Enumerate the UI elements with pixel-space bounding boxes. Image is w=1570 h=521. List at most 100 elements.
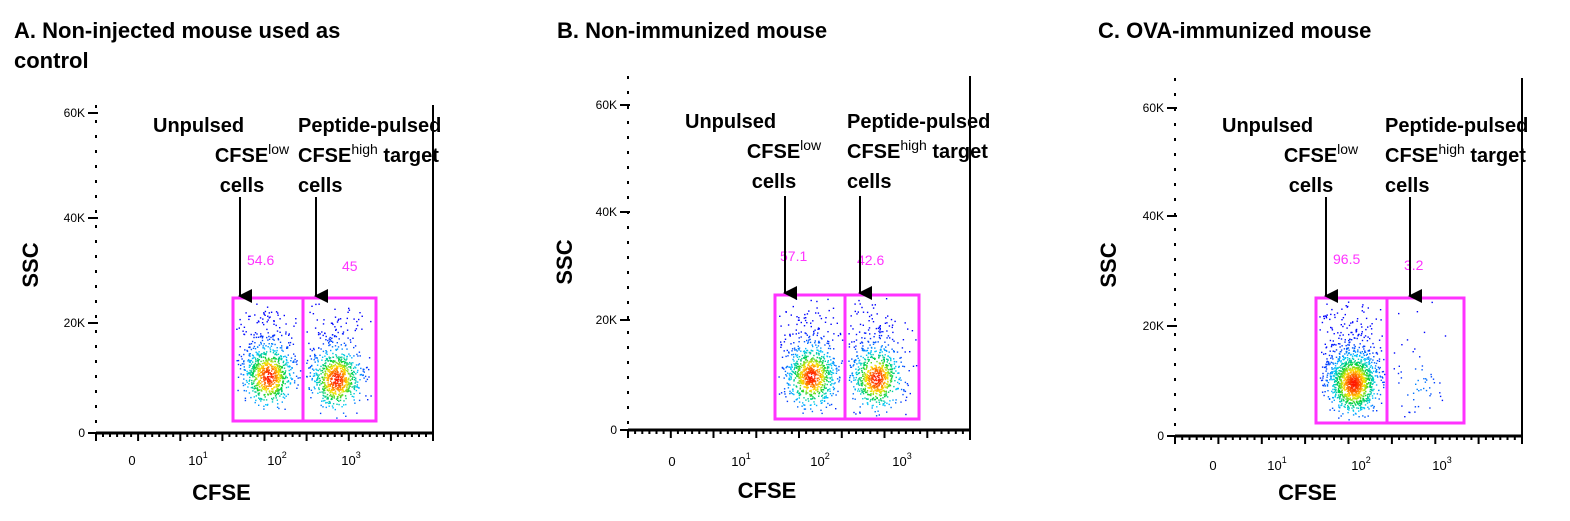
event-dot (1358, 368, 1361, 370)
event-dot (1371, 366, 1374, 368)
event-dot (1358, 346, 1360, 349)
event-dot (822, 372, 824, 374)
event-dot (1327, 361, 1330, 363)
event-dot (896, 351, 899, 353)
x-tick-label: 103 (1432, 455, 1451, 473)
event-dot (855, 339, 858, 341)
event-dot (272, 338, 274, 340)
event-dot (813, 403, 816, 405)
event-dot (887, 335, 890, 337)
event-dot (353, 379, 356, 381)
event-dot (1326, 331, 1329, 333)
event-dot (343, 386, 345, 388)
event-dot (855, 359, 857, 362)
event-dot (884, 341, 886, 343)
event-dot (1344, 385, 1346, 387)
event-dot (356, 320, 358, 323)
event-dot (336, 399, 339, 401)
event-dot (878, 374, 881, 377)
event-dot (810, 408, 812, 410)
event-dot (1380, 319, 1382, 321)
event-dot (879, 329, 881, 331)
event-dot (796, 398, 798, 400)
event-dot (816, 389, 818, 391)
event-dot (893, 363, 896, 365)
event-dot (857, 381, 859, 384)
event-dot (803, 381, 805, 383)
event-dot (805, 385, 808, 387)
event-dot (1378, 398, 1380, 400)
event-dot (339, 379, 341, 381)
event-dot (812, 370, 815, 372)
event-dot (356, 371, 359, 373)
event-dot (1343, 379, 1345, 381)
event-dot (276, 330, 279, 332)
event-dot (821, 338, 823, 340)
event-dot (823, 356, 825, 358)
event-dot (815, 362, 817, 364)
event-dot (278, 358, 281, 360)
event-dot (808, 362, 810, 365)
event-dot (814, 397, 816, 400)
event-dot (311, 377, 313, 380)
event-dot (252, 357, 254, 359)
event-dot (884, 404, 886, 407)
event-dot (1356, 337, 1358, 340)
y-axis-dot (627, 346, 629, 349)
event-dot (1357, 335, 1359, 337)
event-dot (877, 389, 879, 391)
event-dot (1355, 404, 1357, 406)
event-dot (801, 390, 803, 392)
event-dot (1342, 365, 1344, 368)
event-dot (249, 369, 251, 372)
event-dot (1329, 363, 1331, 365)
event-dot (822, 374, 824, 376)
event-dot (272, 335, 274, 337)
event-dot (1376, 393, 1379, 395)
event-dot (890, 406, 892, 409)
event-dot (885, 372, 887, 374)
event-dot (812, 350, 814, 352)
event-dot (341, 382, 343, 384)
event-dot (325, 358, 328, 361)
event-dot (886, 330, 888, 332)
event-dot (1366, 340, 1369, 342)
event-dot (275, 377, 278, 379)
event-dot (368, 357, 371, 359)
event-dot (336, 373, 338, 375)
event-dot (802, 370, 804, 373)
event-dot (880, 378, 882, 381)
event-dot (253, 382, 255, 384)
event-dot (281, 390, 283, 392)
event-dot (316, 382, 319, 384)
event-dot (273, 320, 275, 322)
event-dot (1331, 401, 1333, 403)
event-dot (848, 343, 851, 345)
x-axis-label: CFSE (1278, 480, 1337, 505)
event-dot (293, 360, 295, 362)
event-dot (825, 397, 827, 399)
event-dot (831, 378, 833, 380)
event-dot (1345, 361, 1347, 363)
event-dot (1337, 361, 1339, 363)
event-dot (361, 315, 363, 317)
event-dot (825, 371, 828, 373)
event-dot (245, 390, 247, 392)
event-dot (803, 361, 806, 363)
event-dot (854, 379, 857, 381)
event-dot (1332, 388, 1334, 391)
event-dot (807, 400, 810, 402)
event-dot (269, 372, 271, 374)
y-axis-dot (627, 121, 629, 124)
event-dot (818, 386, 820, 388)
event-dot (253, 380, 255, 382)
event-dot (1325, 317, 1328, 319)
event-dot (821, 367, 823, 369)
event-dot (1360, 383, 1363, 385)
event-dot (823, 400, 826, 402)
event-dot (1350, 383, 1352, 386)
event-dot (329, 359, 331, 362)
event-dot (334, 372, 336, 374)
event-dot (256, 360, 259, 362)
event-dot (258, 370, 260, 372)
